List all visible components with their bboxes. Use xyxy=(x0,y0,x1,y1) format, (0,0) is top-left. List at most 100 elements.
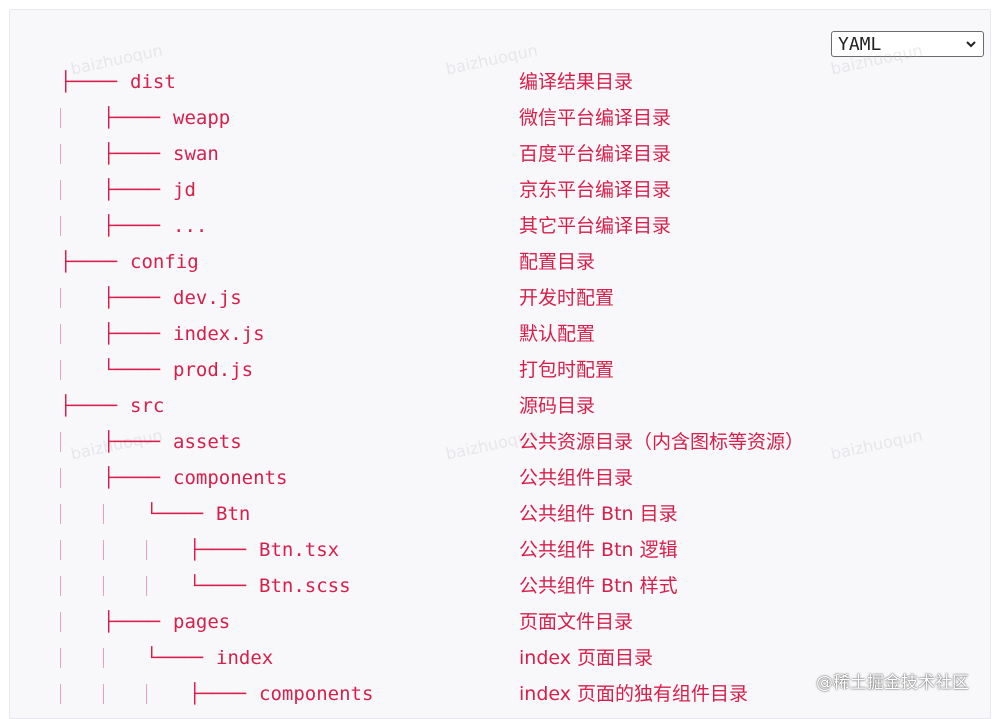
tree-row: ├──── pages 页面文件目录 xyxy=(10,604,990,640)
tree-guide-line xyxy=(103,648,104,668)
tree-connector: └──── xyxy=(146,647,204,669)
tree-item-name: Btn xyxy=(216,503,251,525)
tree-connector: ├──── xyxy=(103,215,161,237)
tree-item-description: 开发时配置 xyxy=(519,287,615,309)
tree-item-description: 源码目录 xyxy=(519,395,596,417)
tree-row: ├──── index.js 默认配置 xyxy=(10,316,990,352)
tree-connector: └──── xyxy=(146,503,204,525)
code-block: YAML baizhuoqun baizhuoqun baizhuoqun ba… xyxy=(9,9,991,719)
tree-row: ├────... 其它平台编译目录 xyxy=(10,208,990,244)
tree-connector: ├──── xyxy=(189,683,247,705)
tree-item-name: config xyxy=(130,251,199,273)
tree-guide-line xyxy=(60,108,61,128)
tree-connector: ├──── xyxy=(103,287,161,309)
tree-guide-line xyxy=(146,684,147,704)
tree-item-name: src xyxy=(130,395,165,417)
tree-item-name: index xyxy=(216,647,274,669)
tree-item-name: ... xyxy=(173,215,208,237)
tree-guide-line xyxy=(60,432,61,452)
tree-connector: ├──── xyxy=(103,467,161,489)
tree-item-description: 其它平台编译目录 xyxy=(519,215,672,237)
tree-connector: ├──── xyxy=(103,323,161,345)
tree-row: └──── index index 页面目录 xyxy=(10,640,990,676)
tree-guide-line xyxy=(103,540,104,560)
tree-row: └──── prod.js 打包时配置 xyxy=(10,352,990,388)
tree-connector: ├──── xyxy=(103,143,161,165)
tree-item-description: 公共组件 Btn 逻辑 xyxy=(519,539,678,561)
tree-connector: ├──── xyxy=(103,611,161,633)
tree-item-description: index 页面目录 xyxy=(519,647,654,669)
tree-item-description: 微信平台编译目录 xyxy=(519,107,672,129)
tree-guide-line xyxy=(146,576,147,596)
tree-guide-line xyxy=(60,576,61,596)
tree-item-description: 打包时配置 xyxy=(519,359,615,381)
tree-row: ├──── assets 公共资源目录（内含图标等资源） xyxy=(10,424,990,460)
tree-row: ├──── dist 编译结果目录 xyxy=(10,64,990,100)
tree-item-name: components xyxy=(173,467,288,489)
tree-item-name: prod.js xyxy=(173,359,254,381)
tree-item-name: assets xyxy=(173,431,242,453)
tree-item-description: 京东平台编译目录 xyxy=(519,179,672,201)
tree-item-description: 公共组件 Btn 目录 xyxy=(519,503,678,525)
tree-item-name: components xyxy=(259,683,374,705)
tree-row: └──── Btn 公共组件 Btn 目录 xyxy=(10,496,990,532)
language-select[interactable]: YAML xyxy=(831,31,984,57)
tree-item-name: pages xyxy=(173,611,231,633)
tree-guide-line xyxy=(60,144,61,164)
tree-row: ├──── swan 百度平台编译目录 xyxy=(10,136,990,172)
tree-item-description: 配置目录 xyxy=(519,251,596,273)
tree-guide-line xyxy=(60,648,61,668)
tree-guide-line xyxy=(60,324,61,344)
tree-row: ├──── dev.js 开发时配置 xyxy=(10,280,990,316)
tree-row: └──── Btn.scss 公共组件 Btn 样式 xyxy=(10,568,990,604)
chevron-down-icon xyxy=(966,41,976,48)
tree-connector: ├──── xyxy=(103,431,161,453)
tree-guide-line xyxy=(60,180,61,200)
tree-row: ├──── jd 京东平台编译目录 xyxy=(10,172,990,208)
tree-guide-line xyxy=(60,360,61,380)
tree-item-name: index.js xyxy=(173,323,265,345)
tree-connector: ├──── xyxy=(189,539,247,561)
tree-item-description: 百度平台编译目录 xyxy=(519,143,672,165)
tree-guide-line xyxy=(60,684,61,704)
tree-connector: └──── xyxy=(189,575,247,597)
tree-guide-line xyxy=(146,540,147,560)
tree-row: ├──── weapp 微信平台编译目录 xyxy=(10,100,990,136)
tree-item-description: 公共组件目录 xyxy=(519,467,634,489)
tree-guide-line xyxy=(60,612,61,632)
tree-guide-line xyxy=(103,576,104,596)
tree-guide-line xyxy=(60,216,61,236)
tree-item-description: 公共资源目录（内含图标等资源） xyxy=(519,431,805,453)
tree-item-description: 页面文件目录 xyxy=(519,611,634,633)
tree-item-name: dist xyxy=(130,71,176,93)
tree-row: ├──── config 配置目录 xyxy=(10,244,990,280)
tree-item-description: 编译结果目录 xyxy=(519,71,634,93)
tree-row: ├──── components 公共组件目录 xyxy=(10,460,990,496)
tree-item-description: 默认配置 xyxy=(519,323,596,345)
tree-connector: ├──── xyxy=(60,71,118,93)
tree-row: ├──── components index 页面的独有组件目录 xyxy=(10,676,990,712)
tree-connector: ├──── xyxy=(60,251,118,273)
tree-connector: └──── xyxy=(103,359,161,381)
tree-guide-line xyxy=(60,468,61,488)
tree-item-description: index 页面的独有组件目录 xyxy=(519,683,749,705)
tree-connector: ├──── xyxy=(103,107,161,129)
tree-item-name: Btn.tsx xyxy=(259,539,340,561)
tree-connector: ├──── xyxy=(103,179,161,201)
tree-connector: ├──── xyxy=(60,395,118,417)
tree-item-name: weapp xyxy=(173,107,231,129)
tree-row: ├──── src 源码目录 xyxy=(10,388,990,424)
tree-guide-line xyxy=(103,684,104,704)
tree-item-name: jd xyxy=(173,179,196,201)
tree-guide-line xyxy=(60,504,61,524)
tree-item-description: 公共组件 Btn 样式 xyxy=(519,575,678,597)
language-select-value: YAML xyxy=(838,33,882,55)
tree-guide-line xyxy=(60,540,61,560)
tree-guide-line xyxy=(60,288,61,308)
tree-item-name: dev.js xyxy=(173,287,242,309)
footer-credit: @稀土掘金技术社区 xyxy=(816,673,969,693)
tree-guide-line xyxy=(103,504,104,524)
tree-item-name: swan xyxy=(173,143,219,165)
tree-item-name: Btn.scss xyxy=(259,575,351,597)
tree-row: ├──── Btn.tsx 公共组件 Btn 逻辑 xyxy=(10,532,990,568)
